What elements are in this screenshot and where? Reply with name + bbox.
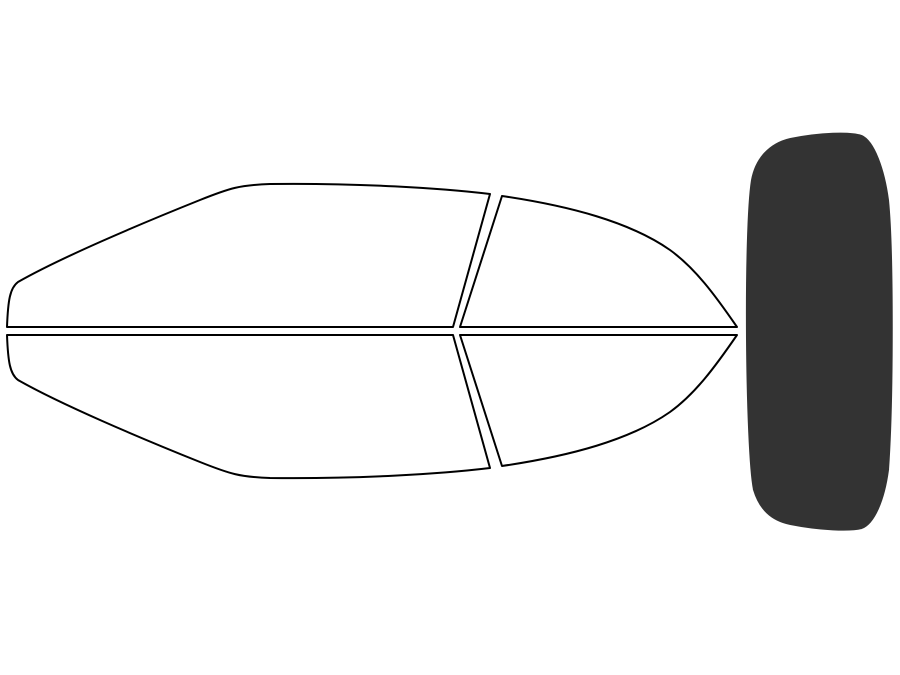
rear-door-window-upper[interactable] [459,195,738,328]
back-windshield[interactable] [743,130,895,533]
front-door-window-lower[interactable] [6,334,491,480]
rear-door-window-lower[interactable] [459,334,738,467]
front-door-window-upper[interactable] [6,182,491,328]
